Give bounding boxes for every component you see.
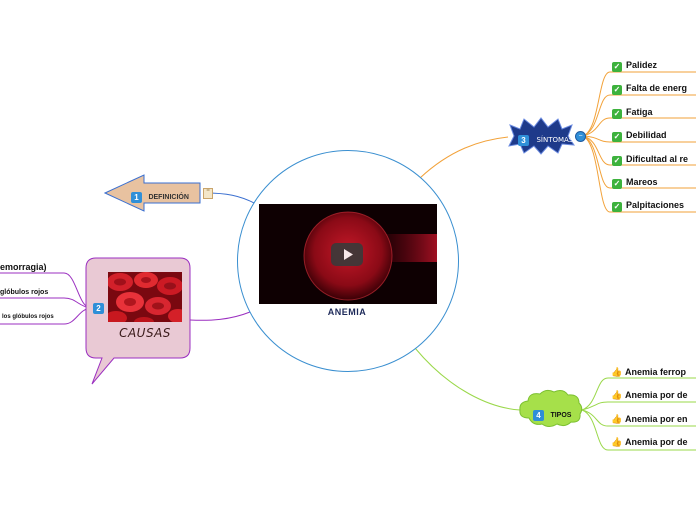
central-label: ANEMIA [327, 307, 367, 317]
check-icon: ✓ [612, 62, 622, 72]
symptom-item[interactable]: ✓Debilidad [612, 130, 667, 142]
types-label: TIPOS [550, 412, 572, 419]
check-icon: ✓ [612, 85, 622, 95]
cause-item-1[interactable]: emorragia) [0, 262, 47, 272]
check-icon: ✓ [612, 132, 622, 142]
thumbs-up-icon: 👍 [611, 437, 623, 447]
definition-label: DEFINICIÓN [148, 194, 189, 201]
connector-causes [189, 311, 251, 321]
types-number-badge: 4 [533, 410, 544, 421]
symptom-item[interactable]: ✓Falta de energ [612, 83, 688, 95]
cause-item-3[interactable]: los glóbulos rojos [2, 314, 54, 320]
play-icon [344, 249, 353, 260]
play-button[interactable] [331, 243, 363, 266]
note-icon[interactable]: ≡ [203, 188, 213, 199]
check-icon: ✓ [612, 179, 622, 189]
collapse-toggle-icon[interactable]: − [575, 131, 586, 142]
definition-number-badge: 1 [131, 192, 142, 203]
definition-node[interactable]: 1 DEFINICIÓN [131, 187, 189, 205]
symptom-item[interactable]: ✓Palidez [612, 60, 658, 72]
connector-symptoms [419, 136, 509, 179]
check-icon: ✓ [612, 109, 622, 119]
thumbs-up-icon: 👍 [611, 390, 623, 400]
types-branches [581, 377, 696, 451]
blood-cells-image [108, 272, 182, 322]
symptom-item[interactable]: ✓Mareos [612, 177, 658, 189]
type-item[interactable]: 👍Anemia por en [611, 414, 688, 424]
causes-image [108, 272, 182, 322]
check-icon: ✓ [612, 156, 622, 166]
check-icon: ✓ [612, 202, 622, 212]
symptoms-node[interactable]: 3 SÍNTOMAS [518, 130, 573, 148]
symptoms-number-badge: 3 [518, 135, 529, 146]
type-item[interactable]: 👍Anemia por de [611, 390, 688, 400]
thumbs-up-icon: 👍 [611, 414, 623, 424]
causes-title: CAUSAS [119, 326, 171, 340]
symptoms-branches [582, 71, 696, 213]
type-item[interactable]: 👍Anemia ferrop [611, 367, 687, 377]
causes-number-badge: 2 [93, 303, 104, 314]
symptoms-label: SÍNTOMAS [536, 136, 574, 144]
cause-item-2[interactable]: glóbulos rojos [0, 289, 49, 296]
thumbs-up-icon: 👍 [611, 367, 623, 377]
types-node[interactable]: 4 TIPOS [533, 405, 571, 423]
definition-node-shape[interactable] [104, 174, 202, 212]
symptom-item[interactable]: ✓Dificultad al re [612, 154, 689, 166]
symptom-item[interactable]: ✓Palpitaciones [612, 200, 685, 212]
type-item[interactable]: 👍Anemia por de [611, 437, 688, 447]
symptom-item[interactable]: ✓Fatiga [612, 107, 653, 119]
connector-types [414, 347, 521, 411]
